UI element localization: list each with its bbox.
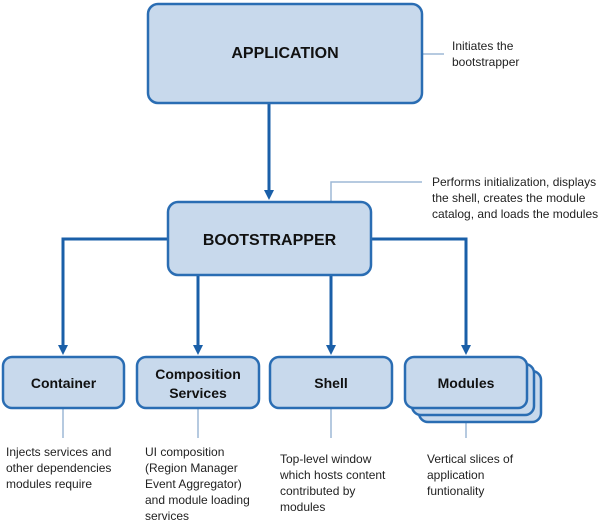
modules-box: Modules — [403, 355, 543, 424]
note-line: Initiates the — [452, 39, 514, 53]
note-line: Vertical slices of — [427, 452, 514, 466]
composition-label-line1: Composition — [155, 366, 241, 382]
note-shell: Top-level window which hosts content con… — [280, 451, 385, 515]
note-modules: Vertical slices of application funtional… — [427, 451, 513, 499]
note-line: modules require — [6, 477, 93, 491]
container-label: Container — [31, 375, 97, 391]
note-line: (Region Manager — [145, 461, 238, 475]
note-line: contributed by — [280, 484, 356, 498]
note-line: Top-level window — [280, 452, 372, 466]
note-line: modules — [280, 500, 326, 514]
note-application: Initiates the bootstrapper — [452, 38, 519, 70]
note-line: Performs initialization, displays — [432, 175, 597, 189]
container-box: Container — [1, 355, 126, 410]
shell-label: Shell — [314, 375, 347, 391]
note-line: other dependencies — [6, 461, 112, 475]
note-container: Injects services and other dependencies … — [6, 444, 111, 492]
note-line: Injects services and — [6, 445, 112, 459]
note-line: bootstrapper — [452, 55, 520, 69]
note-bootstrapper: Performs initialization, displays the sh… — [432, 174, 598, 222]
composition-label-line2: Services — [169, 385, 227, 401]
note-line: UI composition — [145, 445, 225, 459]
note-line: application — [427, 468, 485, 482]
arrow-to-modules — [371, 237, 471, 355]
arrow-to-container — [58, 237, 168, 355]
modules-label: Modules — [438, 375, 495, 391]
note-line: funtionality — [427, 484, 485, 498]
note-line: services — [145, 509, 190, 523]
composition-services-box: Composition Services — [135, 355, 261, 410]
note-line: the shell, creates the module — [432, 191, 586, 205]
note-line: Event Aggregator) — [145, 477, 242, 491]
application-box: APPLICATION — [146, 2, 424, 105]
bootstrapper-label: BOOTSTRAPPER — [203, 232, 337, 249]
application-label: APPLICATION — [231, 45, 338, 62]
note-line: and module loading — [145, 493, 250, 507]
note-line: which hosts content — [280, 468, 386, 482]
note-composition: UI composition (Region Manager Event Agg… — [145, 444, 250, 524]
shell-box: Shell — [268, 355, 394, 410]
callout-line-bootstrapper — [330, 181, 422, 202]
bootstrapper-box: BOOTSTRAPPER — [166, 200, 373, 277]
note-line: catalog, and loads the modules — [432, 207, 599, 221]
